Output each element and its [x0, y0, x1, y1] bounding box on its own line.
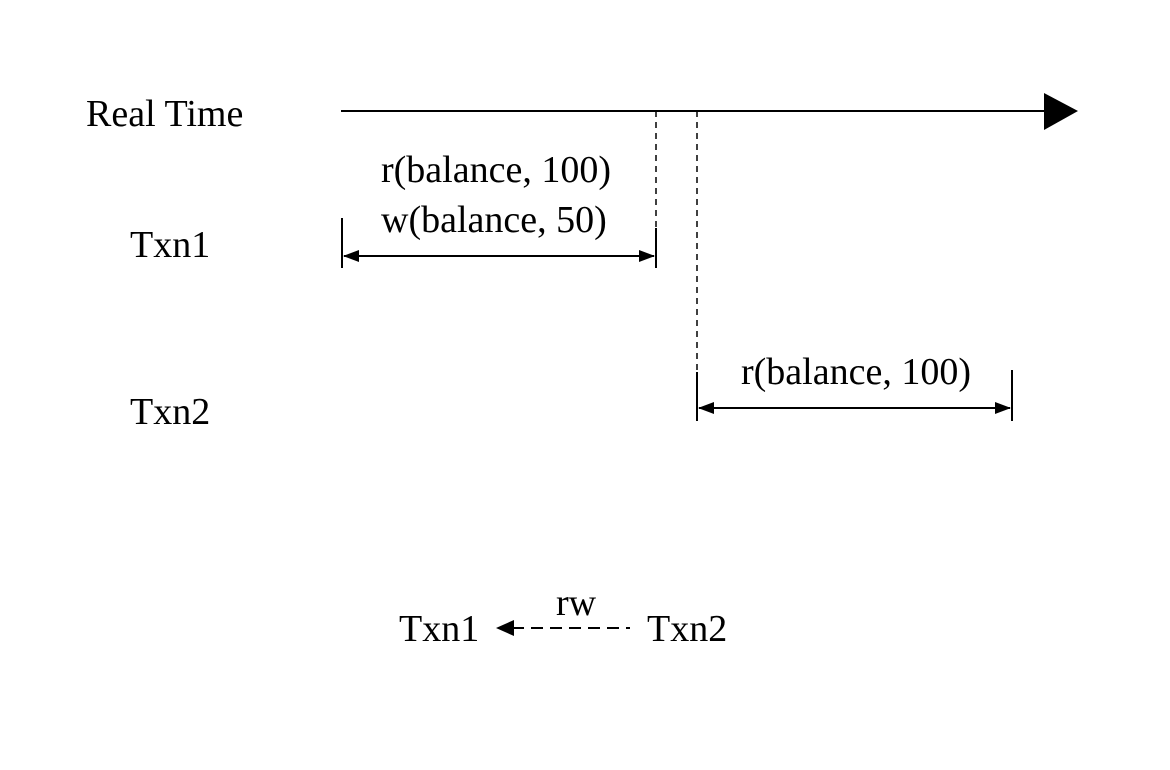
txn1-op-write: w(balance, 50): [381, 199, 607, 241]
txn2-op-read: r(balance, 100): [741, 351, 971, 393]
real-time-arrowhead: [1044, 93, 1078, 130]
real-time-label: Real Time: [86, 93, 243, 135]
dependency-target-label: Txn1: [399, 608, 479, 650]
txn1-label: Txn1: [130, 224, 210, 266]
txn2-label: Txn2: [130, 391, 210, 433]
txn1-op-read: r(balance, 100): [381, 149, 611, 191]
dependency-source-label: Txn2: [647, 608, 727, 650]
txn1-interval: [341, 218, 657, 268]
txn2-interval: [696, 370, 1013, 421]
dependency-arrow: [496, 620, 630, 636]
dependency-label: rw: [556, 582, 597, 624]
